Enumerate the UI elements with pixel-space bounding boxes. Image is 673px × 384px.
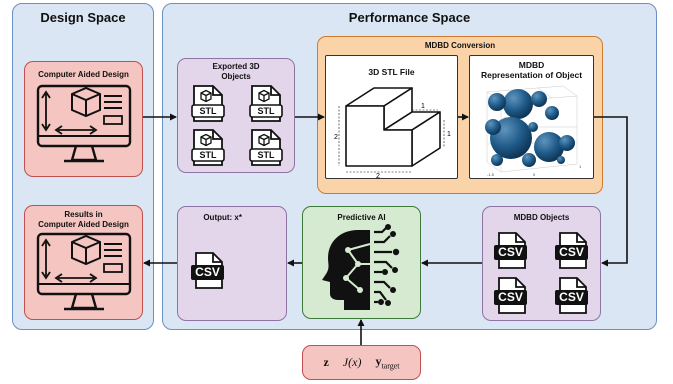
input-y: y (375, 354, 382, 369)
cad-monitor-icon (36, 84, 132, 163)
svg-text:-1.5: -1.5 (487, 172, 495, 177)
stl-label: STL (257, 150, 275, 160)
mdbd-conversion-title: MDBD Conversion (424, 41, 496, 50)
stl-file-icon: STL (191, 129, 225, 166)
output-csv-icon: CSV (191, 252, 225, 289)
csv-file-icon: CSV (494, 277, 528, 314)
stl-label: STL (199, 150, 217, 160)
output-title: Output: x* (203, 213, 242, 222)
stl-file-icon: STL (249, 85, 283, 122)
csv-file-icon: CSV (494, 232, 528, 269)
input-y-target: ytarget (375, 354, 399, 370)
design-space-title: Design Space (40, 10, 126, 25)
stl-file-icon: STL (191, 85, 225, 122)
input-parameters-box (302, 345, 421, 380)
input-objective: J(x) (342, 355, 362, 369)
csv-label: CSV (559, 245, 584, 259)
predictive-ai-title: Predictive AI (337, 213, 386, 222)
exported-objects-title: Exported 3D Objects (212, 62, 260, 81)
input-y-subscript: target (381, 361, 400, 371)
csv-label: CSV (498, 290, 523, 304)
results-cad-title: Results in Computer Aided Design (38, 210, 129, 229)
stl-file-title: 3D STL File (368, 67, 415, 77)
stl-label: STL (257, 106, 275, 116)
l-shape-object: 2 2 1 1 (334, 87, 451, 178)
csv-label: CSV (498, 245, 523, 259)
arrow-mdbd-to-objects (594, 116, 628, 267)
computer-aided-design-box (24, 61, 143, 177)
csv-label: CSV (195, 265, 220, 279)
sphere-packing-plot: -1.5 0 1 (485, 85, 582, 177)
csv-file-icon: CSV (555, 277, 589, 314)
svg-text:1: 1 (579, 164, 582, 169)
input-parameters: z J(x) ytarget (302, 345, 421, 380)
csv-file-icon: CSV (555, 232, 589, 269)
ai-brain-icon (322, 224, 400, 310)
mdbd-objects-title: MDBD Objects (513, 213, 570, 222)
svg-text:0: 0 (533, 172, 536, 177)
stl-file-icon: STL (249, 129, 283, 166)
dim-label-top: 1 (421, 103, 425, 110)
dim-label-right: 1 (447, 131, 451, 138)
csv-label: CSV (559, 290, 584, 304)
dim-label-bottom: 2 (376, 173, 380, 178)
stl-label: STL (199, 106, 217, 116)
performance-space-title: Performance Space (348, 10, 471, 25)
dim-label-left: 2 (334, 134, 338, 141)
mdbd-representation-title: MDBD Representation of Object (480, 60, 583, 80)
results-monitor-icon (36, 232, 132, 311)
computer-aided-design-title: Computer Aided Design (38, 70, 129, 79)
input-z: z (323, 355, 329, 369)
